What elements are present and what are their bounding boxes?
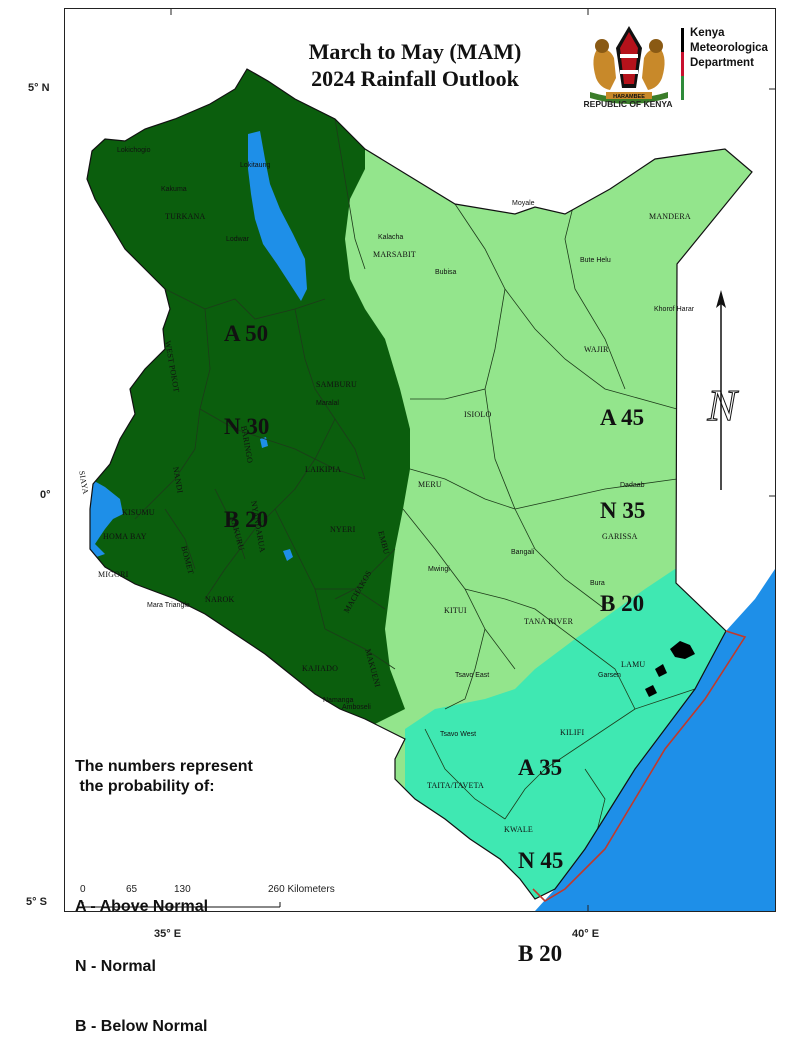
lat-label-5n: 5° N: [28, 82, 50, 94]
kmd-stripe-red: [681, 52, 684, 76]
frame-ticks: [170, 9, 775, 911]
zone-east-below: B 20: [600, 591, 645, 616]
place-label: Moyale: [512, 200, 535, 207]
lon-label-40e: 40° E: [572, 928, 600, 940]
probability-legend: The numbers represent the probability of…: [75, 717, 253, 1057]
map-frame: [64, 8, 776, 912]
place-label: Amboseli: [342, 704, 371, 711]
scale-tick-65: 65: [126, 884, 138, 895]
place-label: Lodwar: [226, 236, 249, 243]
map-title: March to May (MAM) 2024 Rainfall Outlook: [250, 38, 580, 92]
place-label: Khorof Harar: [654, 306, 695, 313]
north-arrow: N: [706, 290, 740, 490]
scale-tick-0: 0: [80, 884, 86, 895]
county-label: MIGORI: [98, 570, 129, 579]
place-label: Maralal: [316, 400, 339, 407]
kenya-coat-of-arms-logo: HARAMBEE: [590, 26, 668, 104]
title-line-2: 2024 Rainfall Outlook: [311, 66, 519, 91]
county-label: KISUMU: [122, 508, 155, 517]
county-label: SAMBURU: [316, 380, 357, 389]
lake-naivasha: [283, 549, 293, 561]
ocean: [535, 569, 775, 911]
zone-west: [87, 69, 410, 729]
zone-coast-probabilities: A 35 N 45 B 20: [518, 690, 563, 1000]
agency-name: Kenya Meteorologica Department: [690, 26, 768, 71]
zone-coast-normal: N 45: [518, 848, 564, 873]
county-label: TANA RIVER: [524, 617, 574, 626]
place-label: Namanga: [323, 697, 354, 704]
north-arrow-label: N: [706, 381, 739, 430]
lat-label-0: 0°: [40, 489, 51, 501]
county-label: HOMA BAY: [103, 532, 147, 541]
county-label: GARISSA: [602, 532, 638, 541]
lake-victoria: [87, 477, 123, 564]
place-label: Kakuma: [161, 186, 187, 193]
lake-turkana: [248, 131, 307, 301]
county-label: MARSABIT: [373, 250, 416, 259]
place-label: Kalacha: [378, 234, 404, 241]
zone-west-probabilities: A 50 N 30 B 20: [224, 256, 269, 566]
agency-name-line-1: Kenya: [690, 27, 725, 39]
place-label: Lokichogio: [117, 147, 151, 154]
scale-tick-130: 130: [174, 884, 191, 895]
county-label: TAITA/TAVETA: [427, 781, 485, 790]
legend-intro: The numbers represent the probability of…: [75, 758, 253, 795]
zone-east-probabilities: A 45 N 35 B 20: [600, 340, 645, 650]
county-label: LAMU: [621, 660, 646, 669]
place-label: Tsavo East: [455, 672, 490, 679]
emblem-caption: REPUBLIC OF KENYA: [583, 99, 673, 109]
legend-above-normal: A - Above Normal: [75, 898, 209, 915]
county-label: MERU: [418, 480, 442, 489]
place-label: Bura: [590, 580, 605, 587]
place-label: Tsavo West: [440, 731, 477, 738]
place-label: Bubisa: [435, 269, 457, 276]
place-label: Dadaab: [620, 482, 645, 489]
zone-coast-above: A 35: [518, 755, 563, 780]
place-label: Mwingi: [428, 566, 450, 573]
county-boundaries: [134, 118, 696, 840]
kmd-stripes: [681, 28, 684, 100]
scale-tick-260: 260 Kilometers: [268, 884, 335, 895]
county-label: LAIKIPIA: [305, 465, 342, 474]
county-label: NYERI: [330, 525, 356, 534]
county-label: KITUI: [444, 606, 467, 615]
scale-bar-graphic: [82, 902, 281, 908]
agency-name-line-3: Department: [690, 57, 754, 69]
zone-west-normal: N 30: [224, 414, 270, 439]
zone-coast-below: B 20: [518, 941, 563, 966]
county-label: WAJIR: [584, 345, 609, 354]
emblem-motto: HARAMBEE: [613, 94, 645, 100]
zone-east-normal: N 35: [600, 498, 646, 523]
lamu-islands: [645, 641, 695, 697]
marine-boundary: [532, 630, 747, 903]
zone-west-above: A 50: [224, 321, 269, 346]
place-label: Mara Triangle: [147, 602, 190, 609]
place-label: Bute Helu: [580, 257, 611, 264]
title-line-1: March to May (MAM): [308, 39, 522, 64]
place-label: Lokitaung: [240, 162, 271, 169]
county-label: TURKANA: [165, 212, 206, 221]
legend-normal: N - Normal: [75, 958, 156, 975]
county-label: KAJIADO: [302, 664, 339, 673]
county-label: NAROK: [205, 595, 235, 604]
place-label: Garsen: [598, 672, 621, 679]
place-label: Bangali: [511, 549, 535, 556]
kmd-stripe-black: [681, 28, 684, 52]
kenya-map: [82, 9, 775, 911]
county-label: MANDERA: [649, 212, 691, 221]
agency-name-line-2: Meteorologica: [690, 42, 768, 54]
zone-east-above: A 45: [600, 405, 645, 430]
lon-label-35e: 35° E: [154, 928, 182, 940]
county-label: ISIOLO: [464, 410, 492, 419]
zone-west-below: B 20: [224, 507, 269, 532]
lat-label-5s: 5° S: [26, 896, 47, 908]
county-label: KWALE: [504, 825, 533, 834]
county-label: KILIFI: [560, 728, 585, 737]
kmd-stripe-green: [681, 76, 684, 100]
kenya-outline: [86, 68, 753, 900]
legend-below-normal: B - Below Normal: [75, 1018, 208, 1035]
